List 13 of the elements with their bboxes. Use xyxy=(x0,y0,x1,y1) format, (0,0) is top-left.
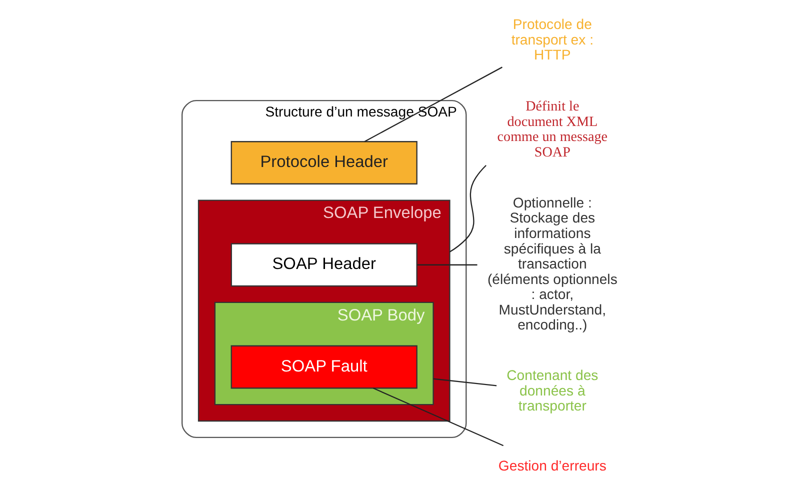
node-text: Protocole de transport ex : HTTP xyxy=(510,16,594,63)
connector xyxy=(448,164,486,252)
node-text: Gestion d’erreurs xyxy=(498,457,606,474)
connector xyxy=(372,388,504,446)
node-box: SOAP Fault xyxy=(230,345,417,389)
node-box: SOAP Header xyxy=(230,243,417,287)
connector xyxy=(416,264,477,266)
node-text: Définit le document XML comme un message SOAP xyxy=(496,98,608,160)
node-text: Optionnelle : Stockage des informations spécifiques à la transaction (éléments optionnels : actor, MustUnderstand, encoding..) xyxy=(486,194,617,333)
node-text: Contenant des données à transporter xyxy=(506,367,598,414)
connector xyxy=(432,378,496,386)
connector xyxy=(364,66,502,142)
node-box: Protocole Header xyxy=(230,141,417,184)
